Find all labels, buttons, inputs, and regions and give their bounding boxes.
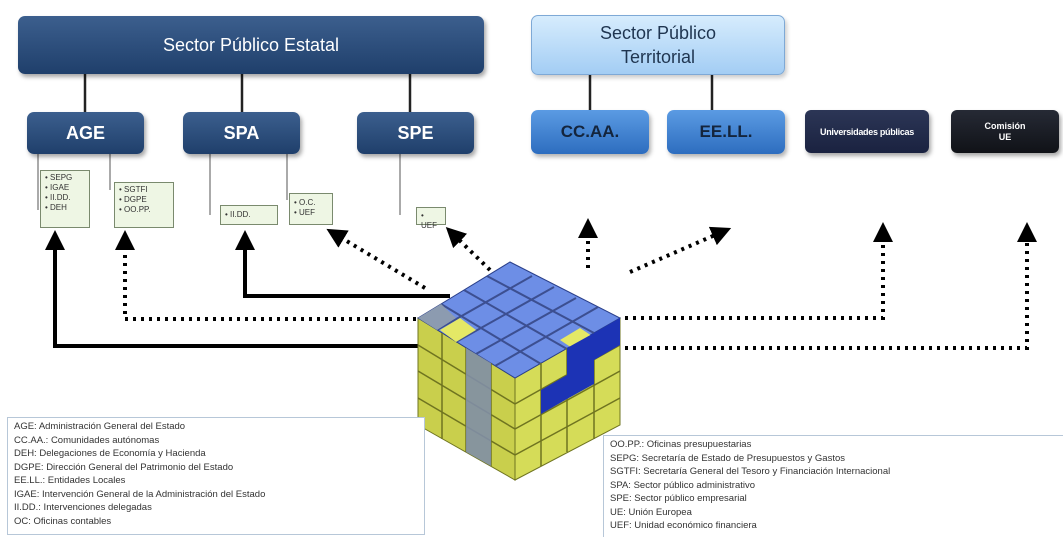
legend-item: UEF: Unidad económico financiera <box>610 520 757 531</box>
hierarchy-connectors <box>83 74 714 112</box>
legend-item: UE: Unión Europea <box>610 506 692 518</box>
ccaa-label: CC.AA. <box>560 122 620 141</box>
territorial-label-line2: Territorial <box>620 47 695 67</box>
cube-top-grid <box>436 275 599 367</box>
age-label: AGE <box>65 122 105 143</box>
legend-item: SEPG: Secretaría de Estado de Presupuest… <box>610 452 845 464</box>
list-item: OO.PP. <box>119 205 169 215</box>
list-item: SEPG <box>45 173 85 183</box>
legend-item: OC: Oficinas contables <box>14 515 112 527</box>
solid-arrows <box>45 230 450 348</box>
sector-publico-estatal-label: Sector Público Estatal <box>162 34 340 55</box>
universidades-box: Universidades públicas <box>805 110 929 153</box>
legend-item: AGE: Administración General del Estado <box>14 421 186 432</box>
spe-subbox-a: UEF <box>416 207 446 230</box>
dotted-arrows <box>115 218 1037 350</box>
sector-publico-territorial-box: Sector Público Territorial <box>531 15 785 75</box>
legend-item: DGPE: Dirección General del Patrimonio d… <box>14 461 234 473</box>
comision-label-line2: UE <box>998 131 1012 142</box>
sector-publico-estatal-box: Sector Público Estatal <box>18 16 484 74</box>
spa-box: SPA <box>183 112 300 154</box>
universidades-label: Universidades públicas <box>820 126 914 137</box>
legend-item: DEH: Delegaciones de Economía y Hacienda <box>14 448 206 459</box>
subbox-connectors <box>37 152 401 215</box>
legend-item: IGAE: Intervención General de la Adminis… <box>14 488 266 500</box>
legend-item: SPA: Sector público administrativo <box>610 479 756 491</box>
spa-subbox-a: II.DD. <box>220 205 278 225</box>
list-item: UEF <box>421 211 441 231</box>
legend-item: II.DD.: Intervenciones delegadas <box>14 502 152 513</box>
spe-box: SPE <box>357 112 474 154</box>
list-item: O.C. <box>294 198 328 208</box>
list-item: DEH <box>45 203 85 213</box>
spa-subbox-b: O.C. UEF <box>289 193 333 225</box>
list-item: DGPE <box>119 195 169 205</box>
list-item: SGTFI <box>119 185 169 195</box>
legend-item: SGTFI: Secretaría General del Tesoro y F… <box>610 466 891 477</box>
list-item: II.DD. <box>225 210 273 220</box>
territorial-label-line1: Sector Público <box>599 23 717 43</box>
legend-item: SPE: Sector público empresarial <box>610 493 747 504</box>
spe-label: SPE <box>397 122 434 143</box>
list-item: IGAE <box>45 183 85 193</box>
comision-label-line1: Comisión <box>984 120 1026 131</box>
comision-ue-box: Comisión UE <box>951 110 1059 153</box>
legend-right: OO.PP.: Oficinas presupuestarias SEPG: S… <box>603 435 1063 537</box>
ccaa-box: CC.AA. <box>531 110 649 154</box>
age-box: AGE <box>27 112 144 154</box>
eell-box: EE.LL. <box>667 110 785 154</box>
legend-item: EE.LL.: Entidades Locales <box>14 475 126 486</box>
legend-item: OO.PP.: Oficinas presupuestarias <box>610 439 752 450</box>
age-subbox-b: SGTFI DGPE OO.PP. <box>114 182 174 228</box>
age-subbox-a: SEPG IGAE II.DD. DEH <box>40 170 90 228</box>
legend-left: AGE: Administración General del Estado C… <box>7 417 425 535</box>
eell-label: EE.LL. <box>699 122 753 141</box>
list-item: UEF <box>294 208 328 218</box>
legend-item: CC.AA.: Comunidades autónomas <box>14 434 160 446</box>
list-item: II.DD. <box>45 193 85 203</box>
spa-label: SPA <box>223 122 260 143</box>
